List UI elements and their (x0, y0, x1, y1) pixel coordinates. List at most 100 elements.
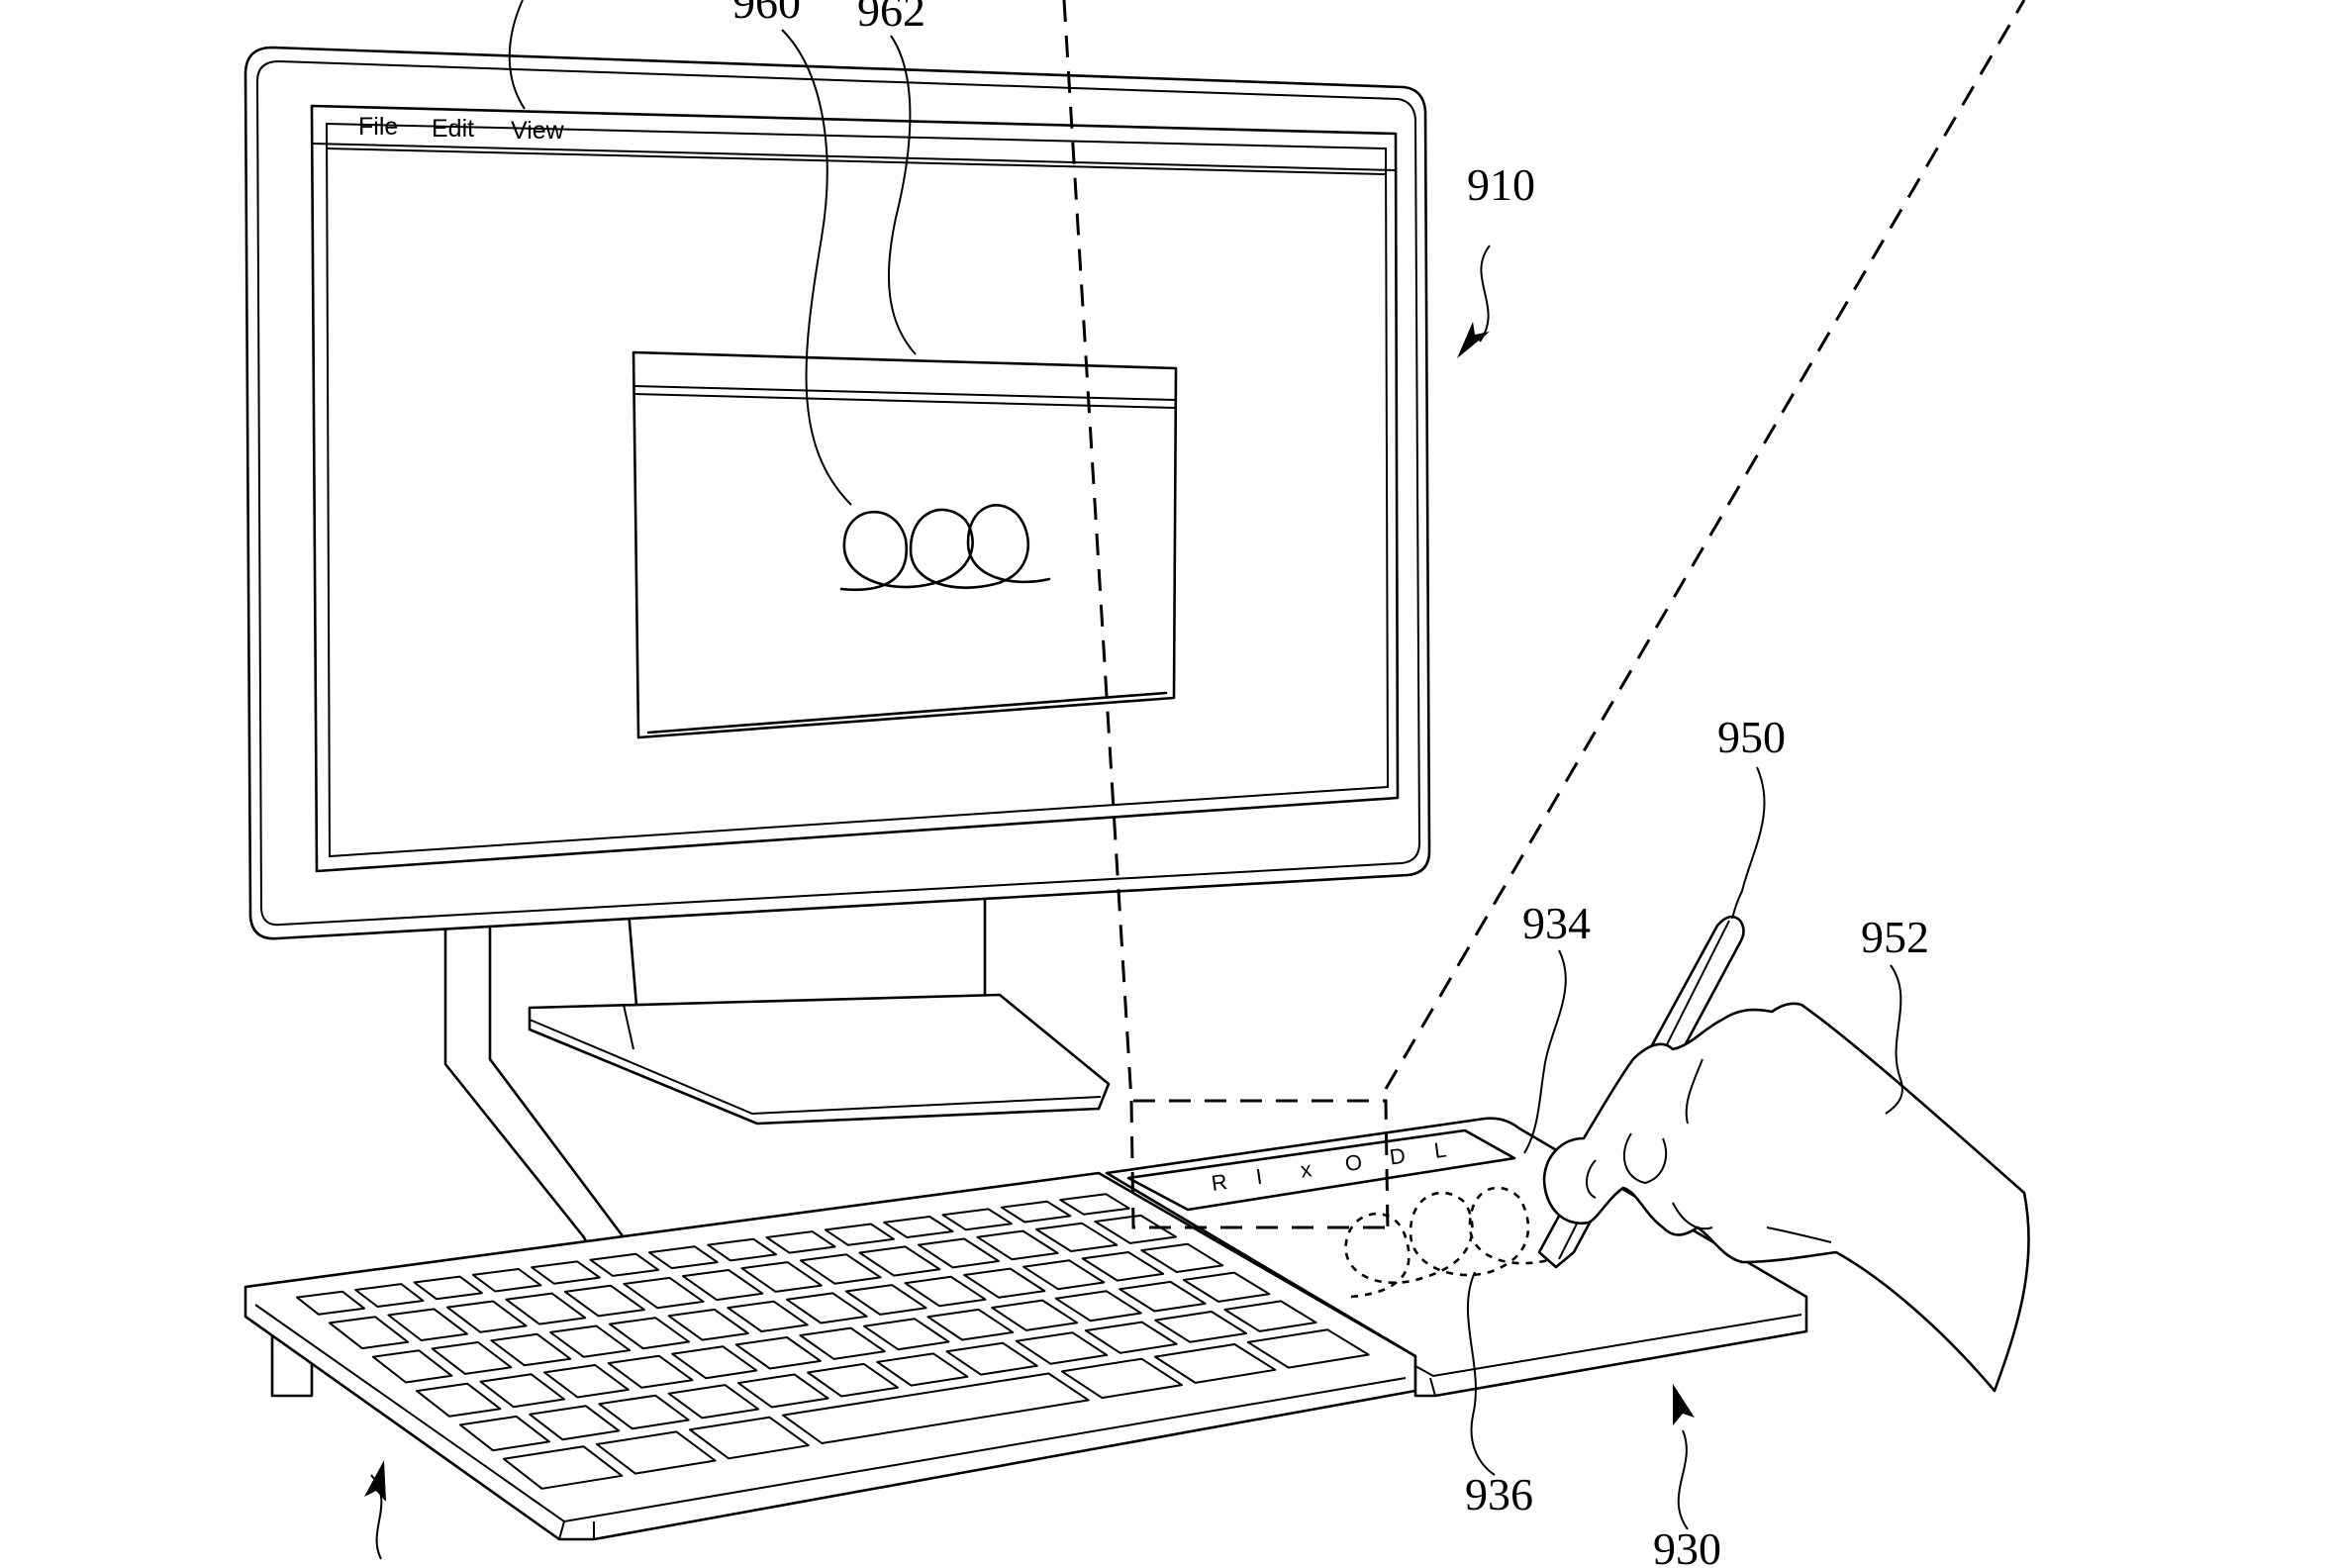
keyboard-key[interactable] (740, 1261, 823, 1293)
keyboard-key[interactable] (883, 1216, 954, 1238)
keyboard-key[interactable] (926, 1308, 1015, 1341)
keyboard-key[interactable] (707, 1237, 778, 1262)
keyboard-key[interactable] (917, 1237, 1000, 1269)
ref-952: 952 (1861, 912, 1929, 962)
keyboard-key[interactable] (844, 1284, 927, 1316)
keyboard-key[interactable] (505, 1292, 587, 1325)
keyboard-key[interactable] (1054, 1290, 1142, 1323)
menu-view[interactable]: View (511, 117, 565, 145)
keyboard-key[interactable] (876, 1352, 969, 1387)
touch-bar-glyph[interactable]: I (1254, 1164, 1264, 1190)
keyboard-key[interactable] (824, 1223, 895, 1246)
keyboard-key[interactable] (945, 1341, 1038, 1376)
touch-bar-glyph[interactable]: L (1432, 1136, 1448, 1162)
keyboard-key[interactable] (529, 1405, 621, 1441)
keyboard-key[interactable] (1060, 1357, 1183, 1400)
keyboard-key[interactable] (371, 1349, 453, 1384)
keyboard-key[interactable] (1140, 1242, 1224, 1273)
keyboard-key[interactable] (549, 1324, 632, 1358)
keyboard-key[interactable] (799, 1253, 882, 1285)
arrow-910 (1457, 322, 1490, 358)
keyboard (243, 1171, 1417, 1541)
keyboard-key[interactable] (1022, 1259, 1106, 1291)
touch-bar-glyph[interactable]: D (1388, 1143, 1407, 1170)
ref-930: 930 (1653, 1523, 1721, 1568)
keyboard-key[interactable] (416, 1382, 502, 1418)
keyboard-key[interactable] (295, 1290, 365, 1316)
keyboard-key[interactable] (1153, 1343, 1277, 1384)
keyboard-key[interactable] (354, 1283, 425, 1308)
keyboard-key[interactable] (1223, 1300, 1317, 1332)
keyboard-key[interactable] (786, 1292, 868, 1324)
touch-bar-strip[interactable] (1126, 1128, 1516, 1212)
keyboard-key[interactable] (727, 1300, 809, 1332)
keyboard-key[interactable] (531, 1260, 601, 1285)
keyboard-key[interactable] (858, 1245, 941, 1277)
keyboard-key[interactable] (503, 1445, 624, 1490)
keyboard-key[interactable] (667, 1308, 749, 1341)
keyboard-key[interactable] (765, 1230, 836, 1254)
keyboard-key[interactable] (736, 1373, 829, 1409)
keyboard-key[interactable] (543, 1364, 630, 1399)
keyboard-keys[interactable] (295, 1193, 1370, 1490)
touch-bar-glyph[interactable]: x (1299, 1156, 1313, 1182)
keyboard-key[interactable] (1000, 1200, 1072, 1224)
keyboard-key[interactable] (734, 1336, 822, 1370)
keyboard-key[interactable] (479, 1373, 565, 1409)
keyboard-key[interactable] (667, 1384, 760, 1420)
keyboard-key[interactable] (1034, 1222, 1119, 1252)
keyboard-key[interactable] (1081, 1251, 1165, 1282)
keyboard-key[interactable] (328, 1316, 410, 1350)
keyboard-key[interactable] (1182, 1271, 1271, 1303)
keyboard-key[interactable] (1246, 1328, 1370, 1369)
keyboard-key[interactable] (781, 1372, 1090, 1444)
keyboard-key[interactable] (563, 1284, 645, 1318)
monitor-stand-arm (443, 924, 635, 1259)
keyboard-key[interactable] (976, 1229, 1059, 1261)
keyboard-key[interactable] (671, 1345, 758, 1380)
touch-bar-glyph[interactable]: O (1343, 1149, 1363, 1176)
keyboard-key[interactable] (1084, 1321, 1178, 1354)
keyboard-key[interactable] (862, 1318, 950, 1351)
keyboard-key[interactable] (647, 1245, 719, 1270)
keyboard-key[interactable] (1059, 1193, 1130, 1216)
keyboard-key[interactable] (681, 1269, 764, 1302)
reference-labels: 960 962 910 950 934 952 936 930 (364, 0, 1929, 1568)
keyboard-key[interactable] (596, 1430, 717, 1475)
keyboard-key[interactable] (445, 1300, 528, 1333)
keyboard-key[interactable] (459, 1415, 550, 1452)
touch-bar-glyph[interactable]: R (1210, 1169, 1228, 1196)
app-window (632, 350, 1178, 739)
keyboard-key[interactable] (607, 1354, 694, 1389)
projection-lines (1062, 0, 2026, 1233)
keyboard-key[interactable] (490, 1332, 572, 1367)
keyboard-key[interactable] (689, 1416, 810, 1460)
keyboard-key[interactable] (589, 1252, 660, 1277)
keyboard-key[interactable] (1015, 1331, 1109, 1365)
ref-950: 950 (1717, 712, 1786, 762)
keyboard-key[interactable] (598, 1394, 690, 1430)
keyboard-key[interactable] (799, 1326, 886, 1360)
keyboard-key[interactable] (904, 1275, 987, 1308)
hand (1542, 1002, 2030, 1393)
ref-910: 910 (1467, 159, 1535, 210)
menu-file[interactable]: File (358, 113, 398, 141)
keyboard-key[interactable] (991, 1299, 1079, 1331)
keyboard-key[interactable] (431, 1341, 513, 1375)
keyboard-key[interactable] (471, 1268, 542, 1293)
keyboard-key[interactable] (963, 1267, 1046, 1299)
keyboard-key[interactable] (623, 1276, 705, 1310)
keyboard-key[interactable] (941, 1208, 1013, 1231)
ref-960: 960 (732, 0, 801, 28)
menu-edit[interactable]: Edit (432, 115, 474, 143)
keyboard-key[interactable] (1154, 1311, 1248, 1343)
keyboard-key[interactable] (807, 1362, 899, 1398)
keyboard-key[interactable] (413, 1275, 483, 1301)
keyboard-key[interactable] (1119, 1280, 1207, 1313)
keyboard-key[interactable] (608, 1317, 690, 1350)
keyboard-key[interactable] (387, 1308, 468, 1341)
keyboard-key[interactable] (1094, 1214, 1177, 1244)
